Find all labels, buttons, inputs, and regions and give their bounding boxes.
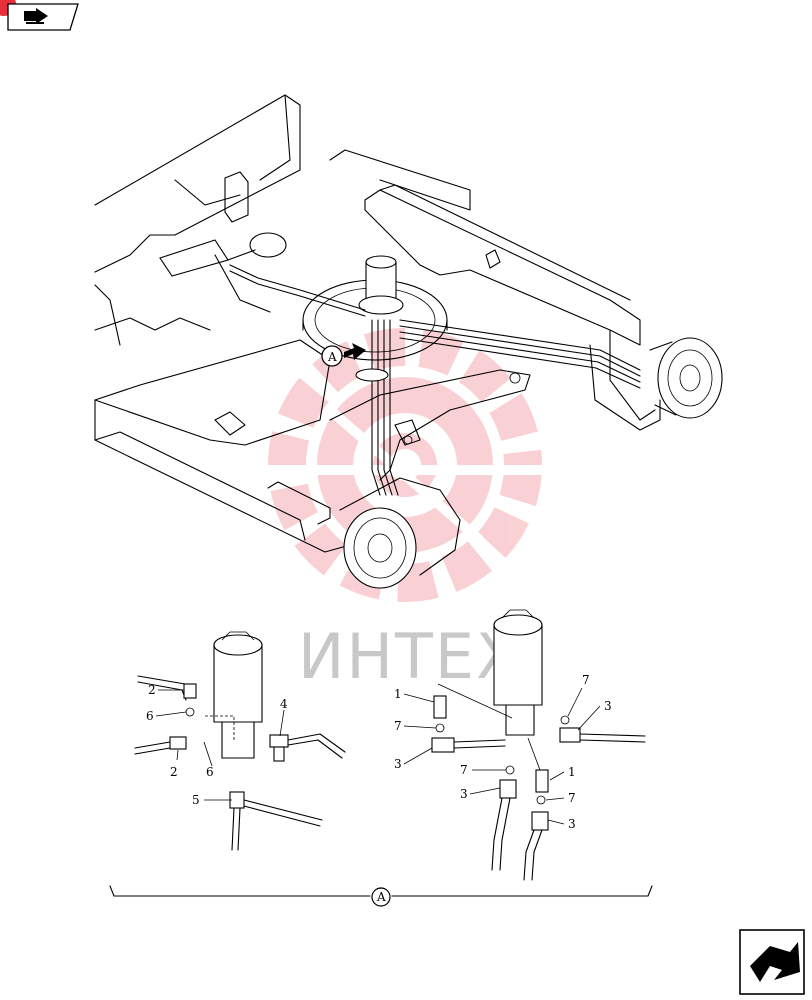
callout-7-c: 7 bbox=[582, 673, 590, 687]
undercarriage-illustration bbox=[94, 94, 723, 589]
watermark-text: ИНТЕХ bbox=[298, 620, 521, 693]
callout-7-d: 7 bbox=[568, 791, 576, 805]
callout-1-a: 1 bbox=[394, 687, 402, 701]
callout-2-b: 2 bbox=[170, 765, 178, 779]
callout-3-a: 3 bbox=[394, 757, 402, 771]
detail-right-assembly bbox=[403, 609, 646, 881]
detail-left-assembly bbox=[134, 631, 346, 851]
callout-6-b: 6 bbox=[206, 765, 214, 779]
detail-bracket bbox=[109, 885, 653, 907]
callout-3-d: 3 bbox=[568, 817, 576, 831]
prev-page-button[interactable] bbox=[0, 0, 79, 31]
right-callouts: 1 7 3 7 3 7 3 1 7 3 bbox=[394, 673, 612, 831]
watermark-logo bbox=[250, 328, 560, 602]
arrow-back-icon bbox=[24, 8, 48, 24]
callout-2-a: 2 bbox=[148, 683, 156, 697]
callout-7-b: 7 bbox=[460, 763, 468, 777]
left-callouts: 2 6 4 2 6 5 bbox=[146, 683, 288, 807]
callout-4: 4 bbox=[280, 697, 288, 711]
callout-3-b: 3 bbox=[460, 787, 468, 801]
next-page-button[interactable] bbox=[739, 929, 805, 995]
section-marker-label: A bbox=[327, 350, 337, 364]
callout-3-c: 3 bbox=[604, 699, 612, 713]
callout-6-a: 6 bbox=[146, 709, 154, 723]
bracket-label: A bbox=[376, 890, 386, 904]
callout-1-b: 1 bbox=[568, 765, 576, 779]
arrow-forward-icon bbox=[750, 942, 800, 982]
callout-7-a: 7 bbox=[394, 719, 402, 733]
callout-5: 5 bbox=[192, 793, 200, 807]
